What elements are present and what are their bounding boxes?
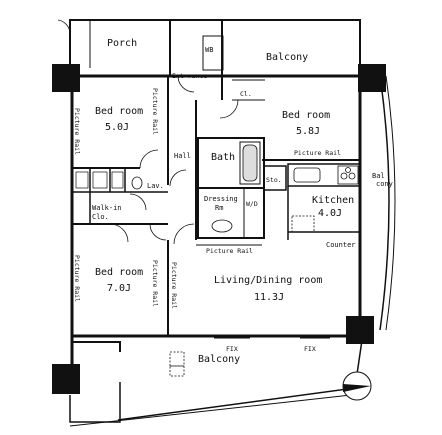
toilet-icon: [131, 176, 143, 190]
storage-label: Sto.: [266, 176, 282, 184]
room-label-balcony-bottom: Balcony: [198, 354, 240, 365]
structural-columns: [52, 64, 386, 394]
sink-icon: [211, 219, 233, 233]
room-size-living: 11.3J: [254, 292, 284, 303]
annotation-labels: Picture Rail Picture Rail Picture Rail P…: [73, 88, 341, 353]
bathtub-icon: [242, 144, 258, 182]
room-label-balcony-side: Bal: [372, 172, 385, 180]
picture-rail-label: Picture Rail: [73, 108, 81, 155]
room-label-kitchen: Kitchen: [312, 195, 354, 206]
room-label-lav: Lav.: [147, 182, 164, 190]
room-size-kitchen: 4.0J: [318, 208, 342, 219]
picture-rail-label: Picture Rail: [73, 255, 81, 302]
picture-rail-label: Picture Rail: [206, 247, 253, 255]
room-label-bedroom-lower: Bed room: [95, 267, 143, 278]
picture-rail-label: Picture Rail: [294, 149, 341, 157]
fix-window-label: FIX: [304, 345, 316, 353]
room-size-bedroom-right: 5.8J: [296, 126, 320, 137]
north-arrow-icon: [342, 371, 372, 401]
room-label-wd: W/D: [246, 200, 258, 208]
door-swing-icon: [169, 169, 187, 187]
closet-label: Cl.: [240, 90, 252, 98]
room-label-bedroom-right: Bed room: [282, 110, 330, 121]
room-label-counter: Counter: [326, 241, 356, 249]
room-label-wb: WB: [205, 46, 213, 54]
room-label-entrance: Ent rance: [172, 72, 207, 80]
picture-rail-label: Picture Rail: [170, 262, 178, 309]
room-label-bath: Bath: [211, 152, 235, 163]
room-label-hall: Hall: [174, 152, 191, 160]
door-swing-icon: [177, 75, 195, 93]
door-swing-icon: [57, 19, 71, 35]
picture-rail-label: Picture Rail: [151, 88, 159, 135]
room-size-bedroom-left: 5.0J: [105, 122, 129, 133]
door-swing-icon: [109, 223, 129, 243]
door-swing-icon: [129, 193, 147, 211]
room-size-bedroom-lower: 7.0J: [107, 283, 131, 294]
room-label-living: Living/Dining room: [214, 275, 322, 286]
stove-icon: [337, 165, 359, 185]
column-bottom-right: [346, 316, 374, 344]
room-label-walkin-clo: Clo.: [92, 213, 109, 221]
room-labels: Porch Balcony WB Ent rance Bed room 5.0J…: [92, 38, 393, 365]
room-label-balcony-side-2: cony: [376, 180, 393, 188]
room-label-bedroom-left: Bed room: [95, 106, 143, 117]
door-swing-icon: [219, 99, 239, 119]
column-bottom-left: [52, 364, 80, 394]
room-label-porch: Porch: [107, 38, 137, 49]
picture-rail-label: Picture Rail: [151, 260, 159, 307]
room-label-balcony-top: Balcony: [266, 52, 308, 63]
column-top-right: [358, 64, 386, 92]
room-label-dressing: Dressing: [204, 195, 238, 203]
column-top-left: [52, 64, 80, 92]
sink-icon: [293, 167, 321, 183]
doors: [57, 19, 239, 245]
room-label-dressing-rm: Rm: [215, 204, 223, 212]
room-label-walkin: Walk-in: [92, 204, 122, 212]
fixtures: [75, 144, 359, 377]
door-swing-icon: [149, 223, 167, 241]
interior-walls: [72, 20, 361, 339]
fix-window-label: FIX: [226, 345, 238, 353]
door-swing-icon: [173, 223, 195, 245]
door-swing-icon: [139, 149, 159, 169]
